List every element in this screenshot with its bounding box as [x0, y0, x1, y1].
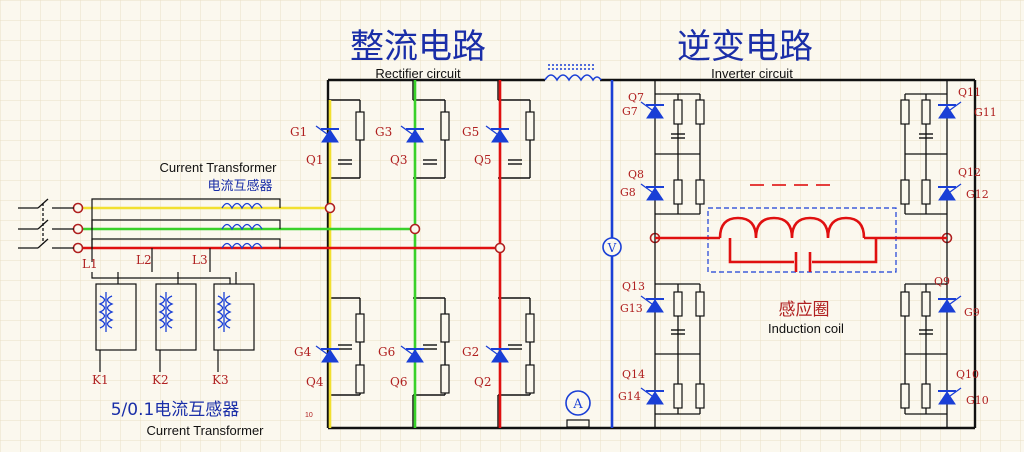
thyristor-q2 — [485, 345, 509, 363]
sensor-label-k1: K1 — [92, 373, 109, 387]
rectifier-capacitors — [338, 159, 522, 350]
rectifier-title-cn: 整流电路 — [350, 27, 486, 67]
device-label-q5: Q5 — [474, 153, 491, 167]
rectifier-title-en: Rectifier circuit — [375, 66, 461, 81]
gate-label-g11: G11 — [974, 106, 997, 119]
inverter-device-q13 — [640, 295, 664, 313]
induction-coil — [655, 216, 947, 272]
sensor-transformer-frame — [91, 262, 255, 372]
gate-label-g9: G9 — [964, 306, 980, 319]
inverter-device-q9 — [938, 295, 962, 313]
ct-ratio-label: 5/0.1电流互感器 — [111, 400, 240, 420]
inverter-title-cn: 逆变电路 — [677, 27, 813, 67]
rectifier-thyristors — [315, 125, 509, 363]
inverter-device-q12 — [938, 183, 962, 201]
ammeter: A — [565, 390, 591, 428]
sensor-label-k2: K2 — [152, 373, 169, 387]
gate-label-g10: G10 — [966, 394, 989, 407]
inverter-device-q11 — [938, 101, 962, 119]
gate-label-g13: G13 — [620, 302, 643, 315]
device-label-q10: Q10 — [956, 368, 979, 381]
voltmeter: V — [602, 237, 622, 257]
inverter-title-en: Inverter circuit — [711, 66, 793, 81]
device-label-q12: Q12 — [958, 166, 981, 179]
ammeter-shunt — [566, 419, 590, 428]
line-label-l3: L3 — [192, 253, 208, 267]
gate-label-g1: G1 — [290, 125, 307, 139]
line-label-l1: L1 — [82, 257, 98, 271]
coil-label-en: Induction coil — [768, 321, 844, 336]
coil-dashed-box — [707, 207, 897, 273]
device-label-q6: Q6 — [390, 375, 407, 389]
device-label-q4: Q4 — [306, 375, 324, 389]
device-label-q14: Q14 — [622, 368, 645, 381]
gate-label-g8: G8 — [620, 186, 636, 199]
gate-label-g4: G4 — [294, 345, 312, 359]
coil-label-cn: 感应圈 — [779, 300, 830, 320]
ct-label-cn-top: 电流互感器 — [207, 178, 272, 194]
sensor-transformer-coils — [98, 292, 232, 332]
inverter-resistors — [673, 99, 931, 409]
gate-label-g7: G7 — [622, 105, 638, 118]
dc-inductor — [544, 64, 602, 82]
ct-label-en-top: Current Transformer — [159, 160, 277, 175]
inverter-capacitors — [671, 133, 933, 335]
thyristor-q6 — [400, 345, 424, 363]
rectifier-labels: G1 Q1 G3 Q3 G5 Q5 G4 Q4 G6 Q6 G2 Q2 — [290, 125, 491, 389]
voltmeter-symbol: V — [607, 241, 617, 255]
inverter-devices — [640, 101, 962, 405]
ammeter-symbol: A — [572, 397, 583, 412]
rectifier-column-wires — [327, 80, 531, 428]
sensor-label-k3: K3 — [212, 373, 229, 387]
thyristor-q4 — [315, 345, 339, 363]
gate-label-g14: G14 — [618, 390, 641, 403]
gate-label-g5: G5 — [462, 125, 479, 139]
gate-label-g6: G6 — [378, 345, 395, 359]
input-switches — [18, 198, 74, 249]
gate-label-g12: G12 — [966, 188, 989, 201]
device-label-q7: Q7 — [628, 91, 644, 104]
device-label-q13: Q13 — [622, 280, 645, 293]
small-label-10: 10 — [305, 412, 313, 419]
gate-label-g3: G3 — [375, 125, 392, 139]
thyristor-q5 — [485, 125, 509, 143]
device-label-q8: Q8 — [628, 168, 644, 181]
ct-label-en-bottom: Current Transformer — [146, 423, 264, 438]
device-label-q1: Q1 — [306, 153, 323, 167]
device-label-q2: Q2 — [474, 375, 491, 389]
device-label-q11: Q11 — [958, 86, 981, 99]
device-label-q9: Q9 — [934, 275, 950, 288]
inverter-device-q14 — [640, 387, 664, 405]
current-transformer-coils — [221, 202, 263, 250]
line-label-l2: L2 — [136, 253, 152, 267]
device-label-q3: Q3 — [390, 153, 407, 167]
inverter-device-q8 — [640, 183, 664, 201]
inverter-device-q10 — [938, 387, 962, 405]
gate-label-g2: G2 — [462, 345, 479, 359]
thyristor-q1 — [315, 125, 339, 143]
thyristor-q3 — [400, 125, 424, 143]
inverter-labels: Q7 G7 Q8 G8 Q13 G13 Q14 G14 Q11 G11 Q12 … — [618, 86, 997, 407]
inverter-device-q7 — [640, 101, 664, 119]
rectifier-snubbers — [355, 111, 535, 394]
ct-bracket-wires — [91, 198, 281, 262]
